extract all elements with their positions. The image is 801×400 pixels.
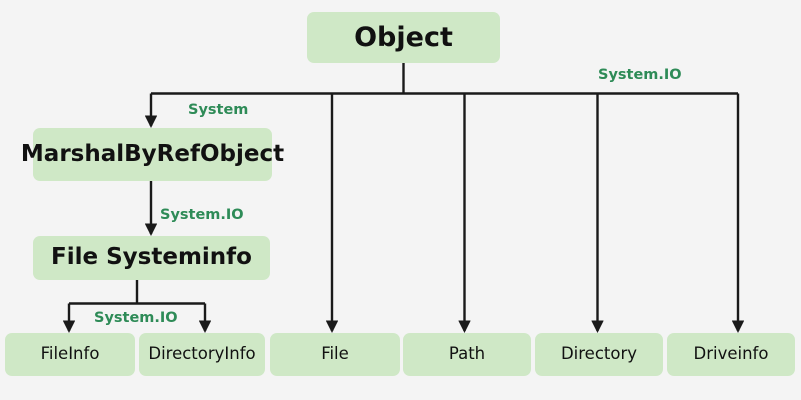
node-path-label: Path xyxy=(448,344,486,364)
node-object-label: Object xyxy=(354,21,453,53)
node-driveinfo[interactable]: Driveinfo xyxy=(667,333,795,376)
node-directoryinfo-label: DirectoryInfo xyxy=(148,344,256,364)
node-directory[interactable]: Directory xyxy=(535,333,663,376)
node-file[interactable]: File xyxy=(270,333,400,376)
node-directoryinfo[interactable]: DirectoryInfo xyxy=(139,333,265,376)
edge-label-system-marshal: System xyxy=(188,102,249,118)
node-path[interactable]: Path xyxy=(403,333,531,376)
node-marshalbyrefobject-label: MarshalByRefObject xyxy=(20,140,285,167)
node-fileinfo-label: FileInfo xyxy=(40,344,100,364)
edge-label-system-io-filesysteminfo: System.IO xyxy=(160,207,244,223)
node-object[interactable]: Object xyxy=(307,12,500,63)
node-marshalbyrefobject[interactable]: MarshalByRefObject xyxy=(21,128,284,181)
node-file-label: File xyxy=(321,344,349,364)
node-filesysteminfo-label: File Systeminfo xyxy=(51,244,252,271)
node-filesysteminfo[interactable]: File Systeminfo xyxy=(33,236,270,280)
edge-label-system-io-leaf-split: System.IO xyxy=(94,310,178,326)
edge-label-system-io-top: System.IO xyxy=(598,67,682,83)
node-driveinfo-label: Driveinfo xyxy=(693,344,769,364)
node-directory-label: Directory xyxy=(560,344,638,364)
node-fileinfo[interactable]: FileInfo xyxy=(5,333,135,376)
